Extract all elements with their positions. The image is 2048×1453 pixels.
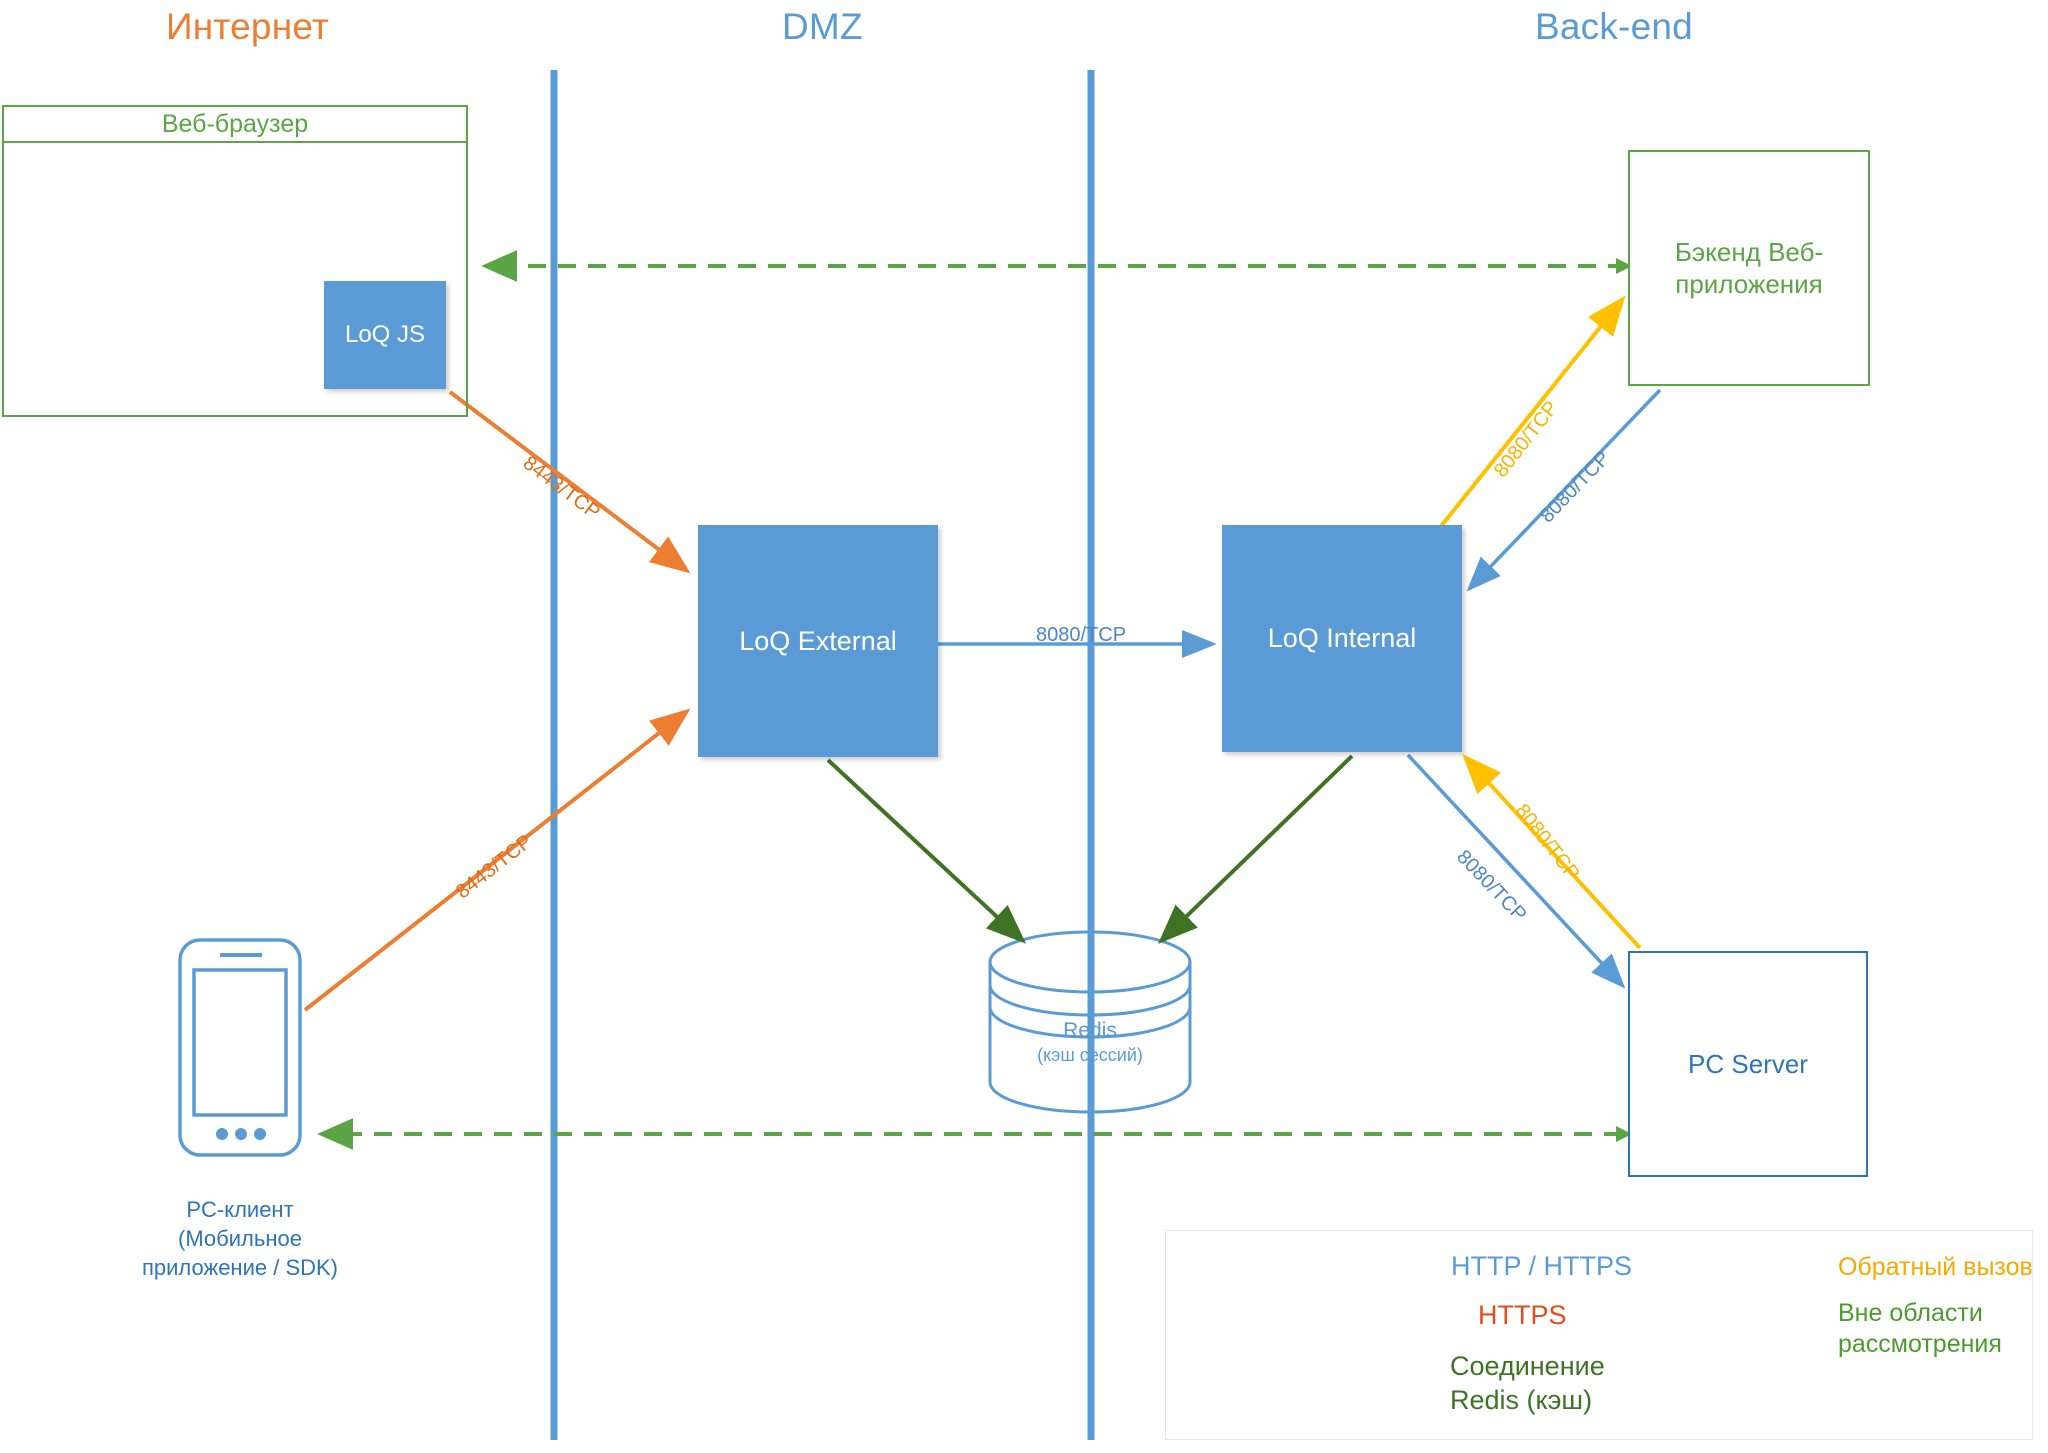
- legend-panel: [1165, 1230, 2033, 1440]
- node-loq-external-label: LoQ External: [739, 625, 897, 656]
- legend-label-redis-line2: Redis (кэш): [1450, 1384, 1593, 1415]
- edge-backendapp-to-browser-outofscope: [481, 250, 1632, 282]
- legend-label-http-https: HTTP / HTTPS: [1451, 1251, 1633, 1281]
- node-pc-client-caption: PC-клиент (Мобильное приложение / SDK): [95, 1195, 385, 1282]
- node-loq-external[interactable]: LoQ External: [698, 525, 938, 757]
- edge-loqinternal-to-pcserver: [1406, 753, 1626, 989]
- legend-label-out-of-scope: Вне области рассмотрения: [1838, 1298, 2038, 1361]
- legend-label-out-of-scope-line1: Вне области: [1838, 1299, 1983, 1327]
- node-pc-server-label: PC Server: [1688, 1048, 1808, 1079]
- node-pc-client-line2: (Мобильное: [178, 1226, 302, 1252]
- edge-backendapp-to-loqinternal: [1466, 388, 1662, 592]
- node-backend-web-app-line2: приложения: [1675, 269, 1823, 299]
- edge-loqinternal-to-backendapp-callback: [1428, 295, 1626, 542]
- edge-pcserver-to-loqinternal-callback: [1462, 753, 1642, 950]
- node-backend-web-app-line1: Бэкенд Веб-: [1674, 236, 1824, 267]
- node-pc-client-line1: PC-клиент: [186, 1197, 294, 1222]
- edge-label-loqexternal-to-loqinternal: 8080/TCP: [1036, 624, 1127, 646]
- mobile-home-dots: [216, 1128, 266, 1140]
- zone-title-internet: Интернет: [166, 6, 330, 47]
- node-loq-internal[interactable]: LoQ Internal: [1222, 525, 1462, 752]
- edge-pcserver-to-mobile-outofscope: [317, 1118, 1632, 1150]
- node-pc-server[interactable]: PC Server: [1628, 951, 1868, 1177]
- legend-label-redis-line1: Соединение: [1450, 1351, 1605, 1381]
- web-browser-titlebar: Веб-браузер: [4, 107, 466, 143]
- zone-title-backend: Back-end: [1535, 6, 1693, 47]
- legend-label-out-of-scope-line2: рассмотрения: [1838, 1330, 2002, 1359]
- redis-cylinder: [988, 930, 1192, 1114]
- legend-label-callback: Обратный вызов: [1838, 1253, 2033, 1281]
- edge-loqinternal-to-redis: [1157, 754, 1354, 944]
- zone-title-dmz: DMZ: [782, 6, 863, 47]
- web-browser-container: Веб-браузер: [2, 105, 468, 417]
- legend-label-redis: Соединение Redis (кэш): [1450, 1350, 1640, 1418]
- node-loq-internal-label: LoQ Internal: [1267, 623, 1417, 653]
- node-backend-web-app[interactable]: Бэкенд Веб- приложения: [1628, 150, 1870, 386]
- node-pc-client-line3: приложение / SDK): [141, 1255, 339, 1281]
- edge-loqexternal-to-redis: [826, 758, 1027, 944]
- edge-mobile-to-loqexternal: [303, 708, 691, 1012]
- legend-label-https: HTTPS: [1478, 1300, 1567, 1330]
- edge-loqjs-to-loqexternal: [448, 390, 691, 574]
- node-loq-js-label: LoQ JS: [344, 321, 426, 348]
- mobile-phone-icon: [178, 938, 302, 1157]
- web-browser-title: Веб-браузер: [161, 109, 309, 138]
- node-loq-js[interactable]: LoQ JS: [324, 281, 446, 389]
